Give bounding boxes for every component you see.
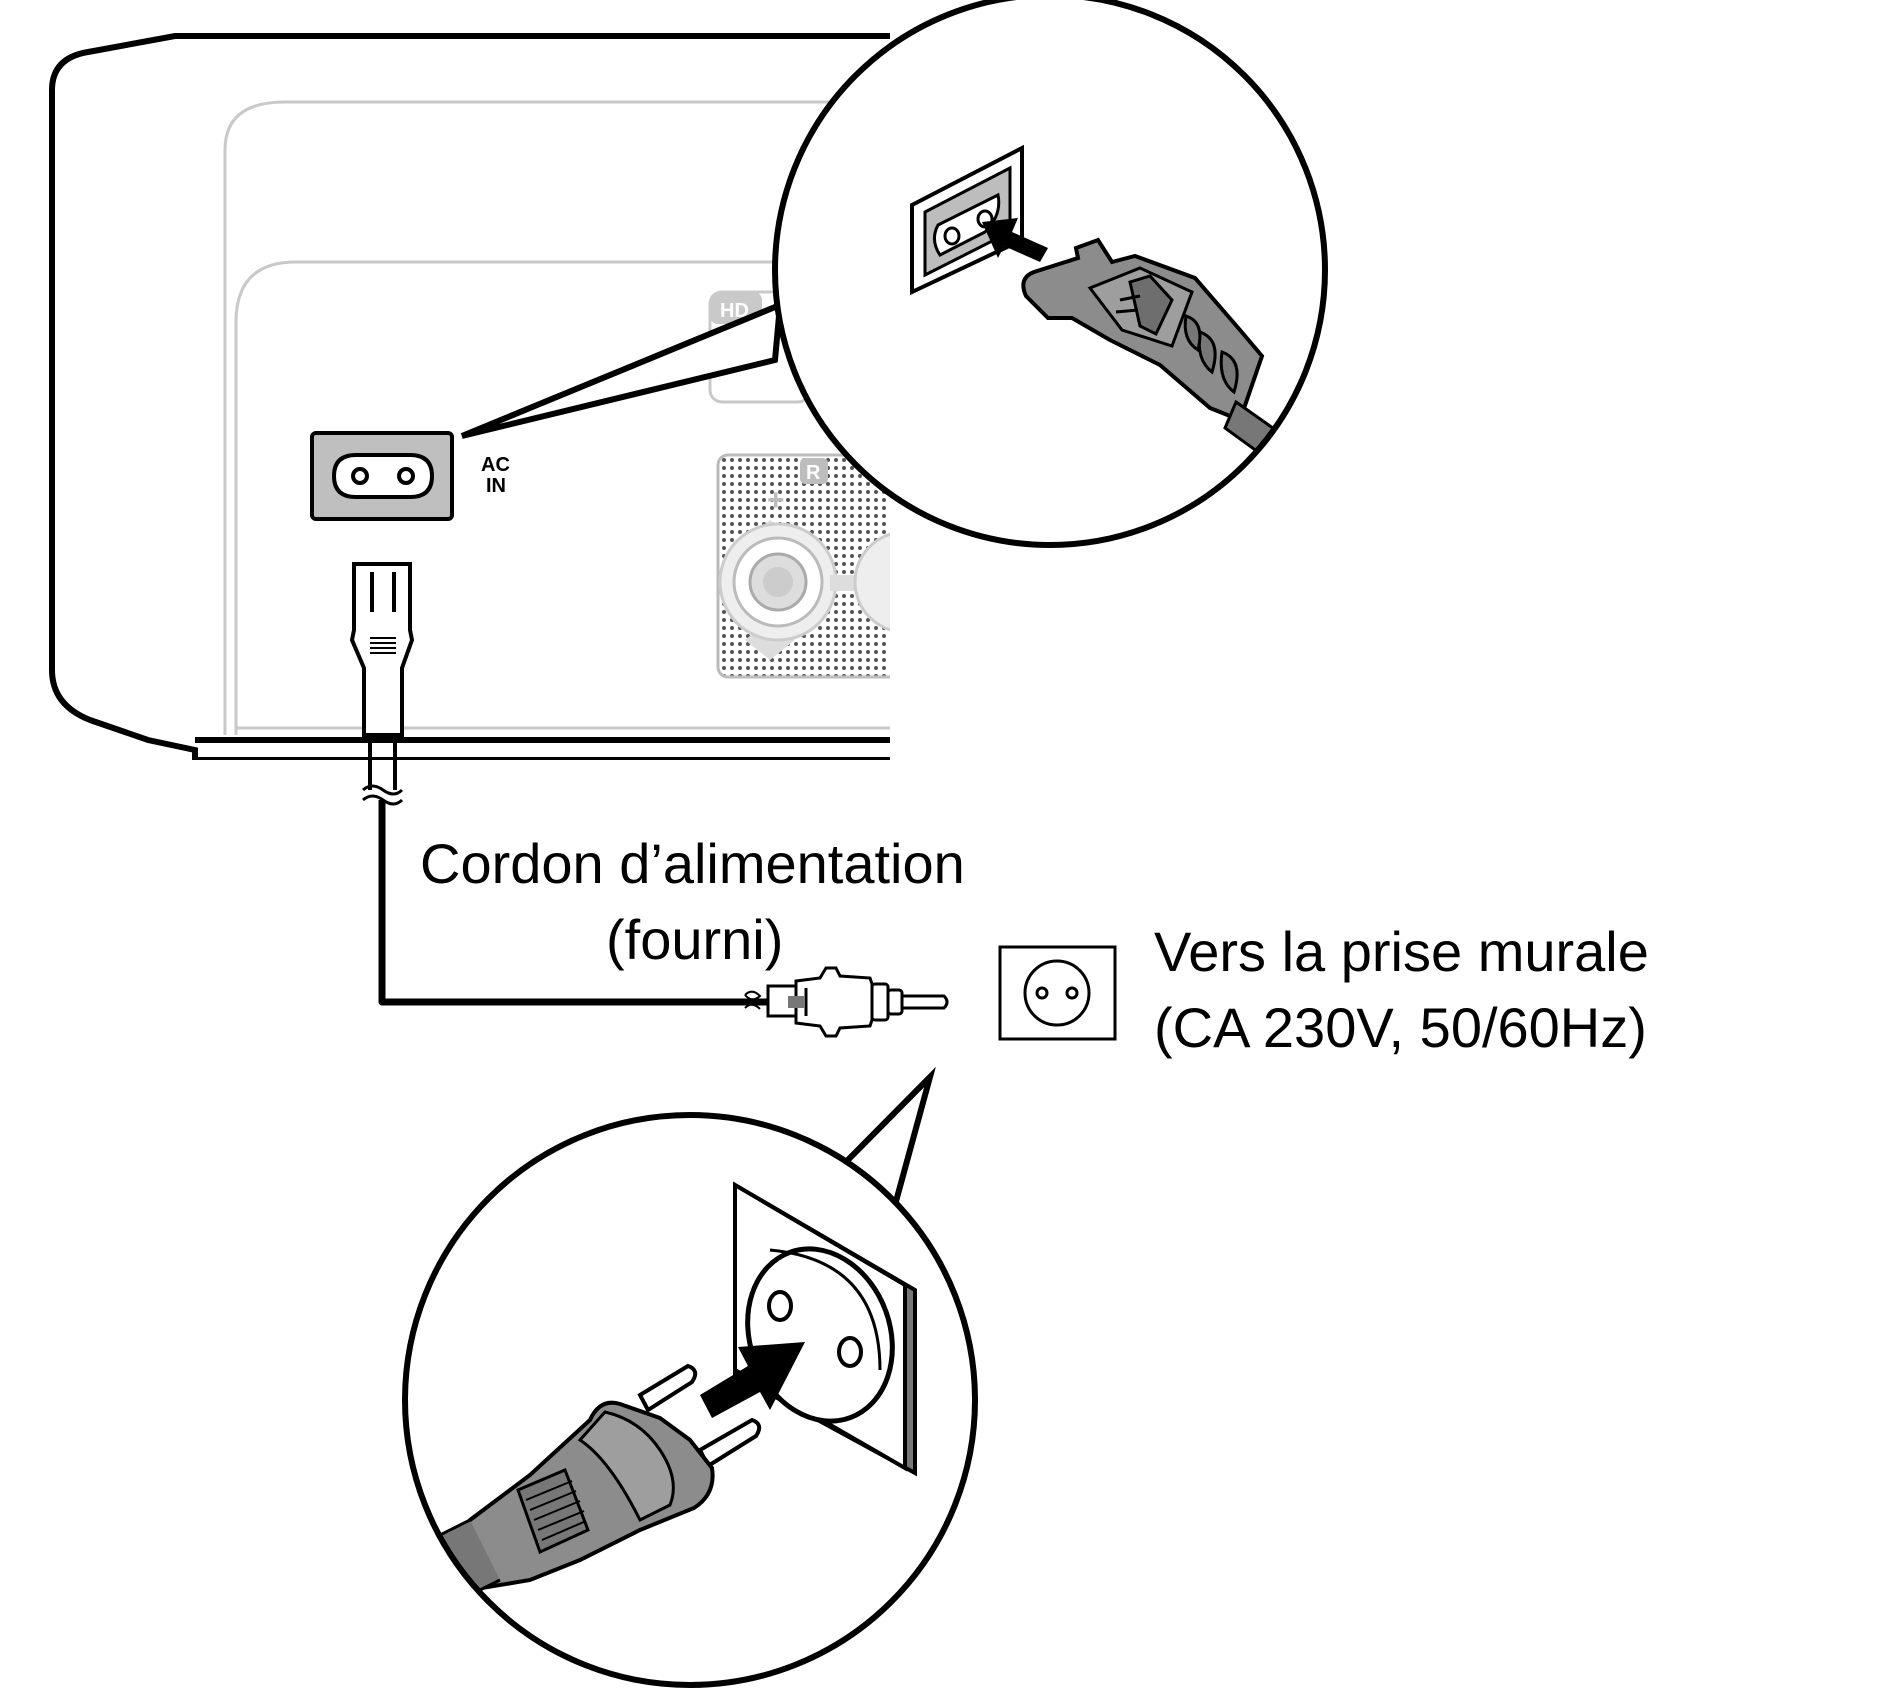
bottom-zoom-outlet-detail [402,1112,978,1688]
wall-outlet-label-line1: Vers la prise murale [1154,920,1649,983]
iec-connector-plug [349,562,415,737]
hdmi-tab-label: HD [720,300,749,322]
top-zoom-inlet-detail [772,0,1328,548]
power-cord-label-line2: (fourni) [606,908,784,971]
speaker-terminal-block: R + [716,453,890,679]
device-rear-panel: HD R + AC [49,33,890,760]
power-cord-cable [362,735,780,1006]
wall-outlet-label-line2: (CA 230V, 50/60Hz) [1154,996,1647,1059]
euro-plug-side-view [744,966,949,1038]
ac-in-label-line1: AC [481,454,510,476]
device-housing [49,33,890,760]
speaker-tab-label: R [806,462,821,484]
panel-outline-outer [223,100,890,735]
ac-in-inlet [310,431,454,521]
panel-outline-inner [234,260,890,735]
top-zoom-callout-pointer [460,300,784,439]
ac-in-label-line2: IN [486,475,506,497]
wall-outlet-icon [998,945,1117,1041]
speaker-terminal-knob [718,520,890,660]
power-cord-label-line1: Cordon d’alimentation [420,832,965,895]
speaker-plus-label: + [767,484,785,517]
